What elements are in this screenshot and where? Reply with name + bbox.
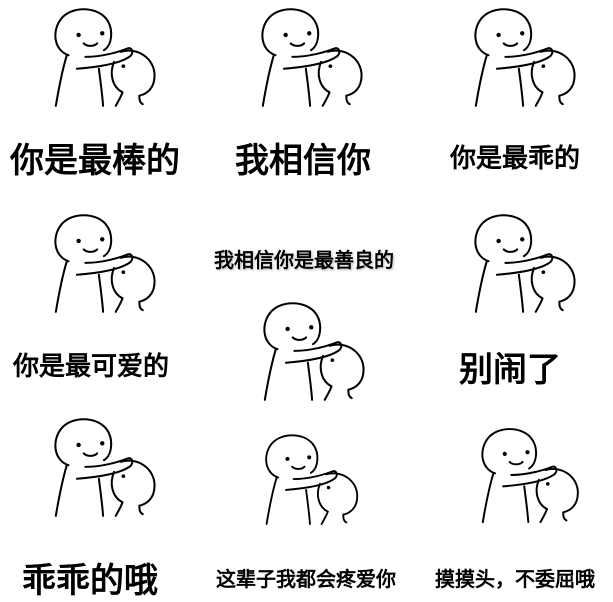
head-pat-figure-icon [235, 0, 370, 118]
panel-caption: 我相信你 [235, 141, 371, 181]
meme-panel-1: 你是最棒的 [0, 0, 205, 200]
meme-panel-5: 我相信你是最善良的 [205, 200, 410, 400]
head-pat-figure-icon [28, 410, 163, 528]
panel-caption: 乖乖的哦 [22, 561, 158, 601]
meme-panel-2: 我相信你 [205, 0, 410, 200]
meme-panel-8: 这辈子我都会疼爱你 [205, 400, 410, 599]
head-pat-figure-icon [28, 206, 163, 324]
head-pat-figure-icon [448, 0, 583, 118]
head-pat-figure-icon [237, 294, 372, 412]
panel-caption: 你是最棒的 [10, 141, 180, 181]
meme-panel-9: 摸摸头，不委屈哦 [410, 400, 613, 599]
panel-caption: 你是最乖的 [449, 144, 580, 174]
meme-panel-7: 乖乖的哦 [0, 400, 205, 601]
panel-caption: 我相信你是最善良的 [214, 248, 394, 272]
panel-caption: 摸摸头，不委屈哦 [435, 567, 595, 591]
meme-panel-6: 别闹了 [410, 200, 613, 400]
head-pat-figure-icon [448, 206, 583, 324]
head-pat-figure-icon [241, 426, 365, 536]
panel-caption: 这辈子我都会疼爱你 [216, 567, 396, 591]
meme-panel-3: 你是最乖的 [410, 0, 613, 200]
meme-panel-4: 你是最可爱的 [0, 200, 205, 400]
head-pat-figure-icon [456, 420, 586, 534]
panel-caption: 你是最可爱的 [12, 352, 169, 382]
head-pat-figure-icon [28, 0, 163, 118]
panel-caption: 别闹了 [459, 350, 561, 390]
